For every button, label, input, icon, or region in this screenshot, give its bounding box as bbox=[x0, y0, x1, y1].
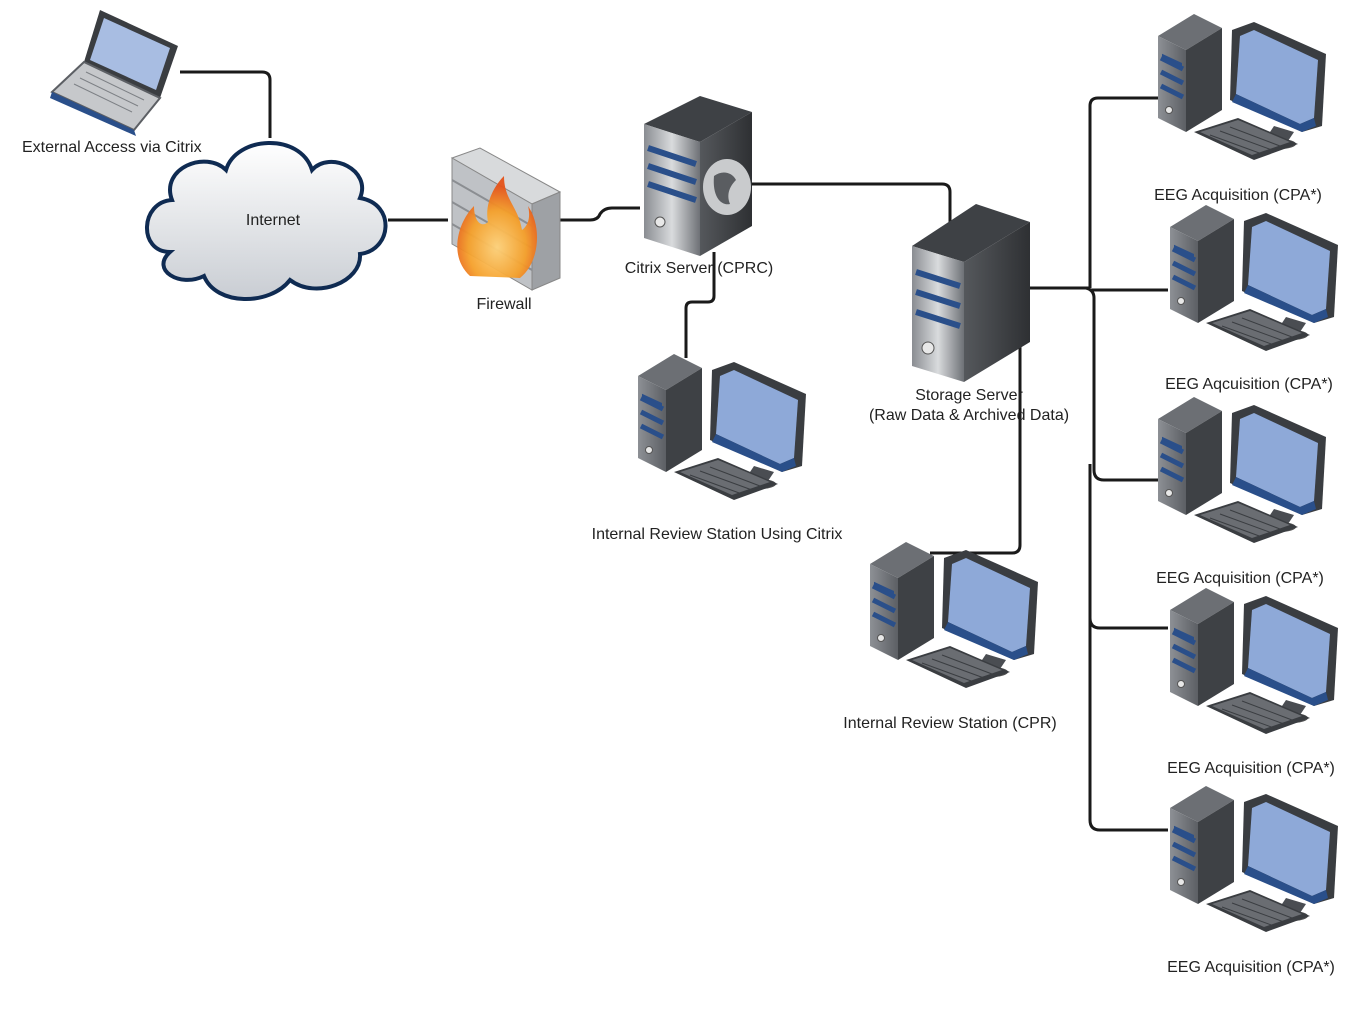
connection-lines bbox=[180, 70, 1168, 832]
review-cpr-label: Internal Review Station (CPR) bbox=[843, 715, 1057, 732]
eeg-label: EEG Aqcuisition (CPA*) bbox=[1165, 376, 1333, 393]
link-eeg-1 bbox=[1088, 96, 1158, 288]
workstation-icon bbox=[1170, 786, 1338, 932]
workstation-icon bbox=[638, 354, 806, 500]
storage-server-label: Storage Server bbox=[915, 387, 1023, 404]
link-firewall-citrix bbox=[560, 206, 640, 222]
eeg-label: EEG Acquisition (CPA*) bbox=[1167, 760, 1335, 777]
laptop-icon bbox=[50, 10, 178, 136]
firewall-label: Firewall bbox=[476, 296, 532, 313]
link-eeg-4 bbox=[1088, 617, 1168, 630]
link-laptop-internet bbox=[180, 70, 272, 138]
link-eeg-3 bbox=[1085, 286, 1158, 482]
firewall-icon bbox=[450, 147, 562, 291]
workstation-icon bbox=[870, 542, 1038, 688]
workstation-icon bbox=[1158, 397, 1326, 543]
internet-label: Internet bbox=[245, 212, 301, 229]
workstation-icon bbox=[1158, 14, 1326, 160]
server-globe-icon bbox=[644, 96, 752, 256]
workstation-icon bbox=[1170, 205, 1338, 351]
storage-server-sublabel: (Raw Data & Archived Data) bbox=[868, 407, 1070, 424]
server-icon bbox=[912, 204, 1030, 382]
link-citrix-storage bbox=[752, 182, 952, 222]
laptop-label: External Access via Citrix bbox=[22, 139, 202, 156]
citrix-server-label: Citrix Server (CPRC) bbox=[624, 260, 774, 277]
eeg-label: EEG Acquisition (CPA*) bbox=[1156, 570, 1324, 587]
link-storage-cpr bbox=[930, 340, 1022, 555]
workstation-icon bbox=[1170, 588, 1338, 734]
cloud-icon bbox=[145, 141, 388, 301]
link-citrix-review bbox=[684, 252, 716, 358]
eeg-label: EEG Acquisition (CPA*) bbox=[1167, 959, 1335, 976]
review-citrix-label: Internal Review Station Using Citrix bbox=[591, 526, 843, 543]
eeg-label: EEG Acquisition (CPA*) bbox=[1154, 187, 1322, 204]
link-eeg-4-5 bbox=[1088, 464, 1168, 832]
